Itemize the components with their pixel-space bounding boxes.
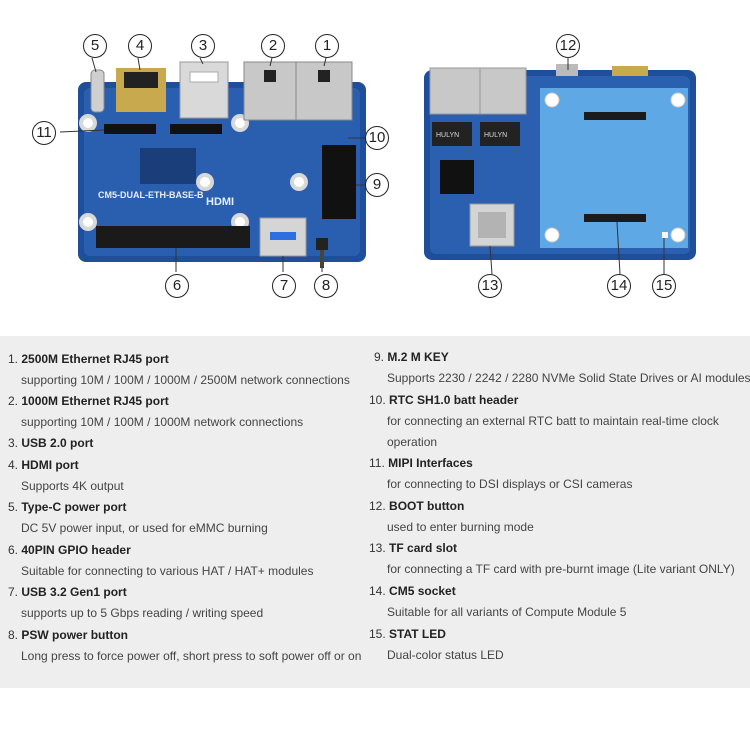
- spec-item-14: 14. CM5 socket Suitable for all variants…: [369, 584, 627, 619]
- spec-item-5: 5. Type-C power port DC 5V power input, …: [8, 500, 268, 535]
- spec-item-11: 11. MIPI Interfaces for connecting to DS…: [369, 456, 633, 491]
- spec-item-12: 12. BOOT button used to enter burning mo…: [369, 499, 534, 534]
- spec-item-8: 8. PSW power button Long press to force …: [8, 628, 362, 663]
- board-illustration: CM5-DUAL-ETH-BASE-B HDMI: [59, 57, 696, 275]
- hulyn-chip-text-1: HULYN: [436, 132, 459, 139]
- callout-15: 15: [652, 274, 676, 298]
- hulyn-chip-text-2: HULYN: [484, 132, 507, 139]
- callout-10: 10: [365, 126, 389, 150]
- spec-item-3: 3. USB 2.0 port: [8, 436, 94, 450]
- spec-item-10: 10. RTC SH1.0 batt header for connecting…: [369, 393, 719, 449]
- spec-item-7: 7. USB 3.2 Gen1 port supports up to 5 Gb…: [8, 585, 264, 620]
- spec-item-4: 4. HDMI port Supports 4K output: [8, 458, 124, 493]
- callout-3: 3: [191, 34, 215, 58]
- board-name-silkscreen: CM5-DUAL-ETH-BASE-B: [98, 190, 204, 200]
- callout-5: 5: [83, 34, 107, 58]
- back-board: HULYN HULYN: [424, 58, 696, 275]
- callout-13: 13: [478, 274, 502, 298]
- spec-item-1: 1. 2500M Ethernet RJ45 port supporting 1…: [8, 352, 350, 387]
- callout-12: 12: [556, 34, 580, 58]
- board-diagram-area: CM5-DUAL-ETH-BASE-B HDMI: [0, 0, 750, 330]
- callout-4: 4: [128, 34, 152, 58]
- spec-item-2: 2. 1000M Ethernet RJ45 port supporting 1…: [8, 394, 304, 429]
- callout-6: 6: [165, 274, 189, 298]
- callout-1: 1: [315, 34, 339, 58]
- hdmi-silkscreen: HDMI: [206, 196, 234, 208]
- callout-14: 14: [607, 274, 631, 298]
- spec-panel: 1. 2500M Ethernet RJ45 port supporting 1…: [0, 336, 750, 688]
- front-board: CM5-DUAL-ETH-BASE-B HDMI: [59, 57, 366, 272]
- spec-item-15: 15. STAT LED Dual-color status LED: [369, 627, 504, 662]
- spec-item-9: 9. M.2 M KEY Supports 2230 / 2242 / 2280…: [374, 350, 750, 385]
- callout-9: 9: [365, 173, 389, 197]
- bottom-whitespace: [0, 688, 750, 750]
- callout-11: 11: [32, 121, 56, 145]
- spec-item-6: 6. 40PIN GPIO header Suitable for connec…: [8, 543, 314, 578]
- callout-2: 2: [261, 34, 285, 58]
- callout-7: 7: [272, 274, 296, 298]
- spec-item-13: 13. TF card slot for connecting a TF car…: [369, 541, 735, 576]
- callout-8: 8: [314, 274, 338, 298]
